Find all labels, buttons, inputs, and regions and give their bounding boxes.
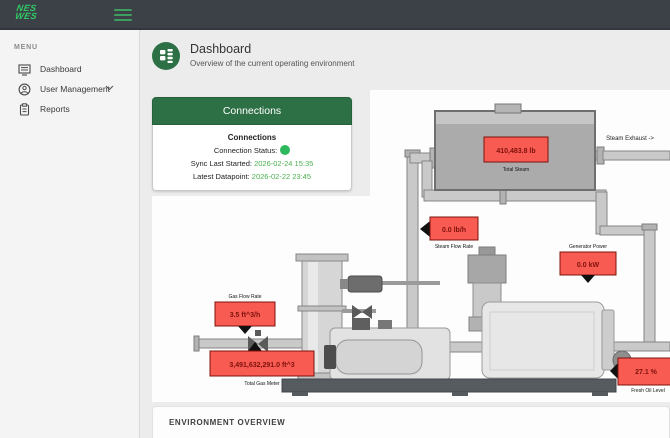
- svg-text:Steam Flow Rate: Steam Flow Rate: [435, 244, 474, 250]
- svg-text:3,491,632,291.0 ft^3: 3,491,632,291.0 ft^3: [229, 361, 294, 369]
- svg-text:0.0 kW: 0.0 kW: [577, 262, 600, 269]
- sidebar: MENU Dashboard User Management: [0, 30, 140, 438]
- skid-base: [281, 378, 617, 393]
- sidebar-item-user-management[interactable]: User Management: [0, 79, 139, 99]
- sync-row: Sync Last Started: 2026-02-24 15:35: [190, 159, 314, 168]
- svg-text:Generator Power: Generator Power: [569, 244, 607, 250]
- sidebar-item-dashboard[interactable]: Dashboard: [0, 59, 139, 79]
- sidebar-item-label: Reports: [40, 104, 70, 114]
- reports-icon: [19, 102, 30, 116]
- connections-card-title: Connections: [227, 133, 277, 142]
- environment-overview-panel: ENVIRONMENT OVERVIEW: [152, 406, 670, 438]
- generator: [481, 301, 605, 379]
- sidebar-item-label: Dashboard: [40, 64, 82, 74]
- hamburger-menu-icon[interactable]: [114, 9, 132, 22]
- chevron-down-icon[interactable]: [105, 85, 114, 91]
- sidebar-item-label: User Management: [40, 84, 110, 94]
- sidebar-menu-label: MENU: [14, 44, 38, 51]
- gauge-total-gas-meter: 3,491,632,291.0 ft^3 Total Gas Meter: [209, 342, 315, 387]
- brand-logo: NES WES: [14, 3, 40, 21]
- sync-value: 2026-02-24 15:35: [254, 159, 314, 168]
- connection-status-row: Connection Status:: [157, 144, 347, 157]
- sidebar-item-reports[interactable]: Reports: [0, 99, 139, 119]
- dashboard-icon: [18, 63, 31, 76]
- svg-text:3.5 ft^3/h: 3.5 ft^3/h: [230, 311, 261, 319]
- connections-card-header: Connections: [152, 97, 352, 125]
- svg-text:Total Gas Meter: Total Gas Meter: [244, 381, 280, 387]
- environment-overview-title: ENVIRONMENT OVERVIEW: [169, 418, 286, 427]
- latest-value: 2026-02-22 23:45: [251, 172, 312, 181]
- logo-line2: WES: [14, 11, 38, 21]
- svg-text:Total Steam: Total Steam: [503, 167, 529, 173]
- dashboard-badge-icon: [152, 42, 180, 70]
- gauge-generator-power: Generator Power 0.0 kW: [559, 244, 617, 283]
- gauge-total-steam: 410,483.8 lb Total Steam: [483, 136, 549, 173]
- process-diagram-panel: Steam Exhaust -> 410,483.8 lb Total Stea…: [152, 90, 670, 402]
- page-header: Dashboard Overview of the current operat…: [152, 42, 355, 76]
- gauge-steam-flow-rate: 0.0 lb/h Steam Flow Rate: [420, 216, 479, 250]
- process-diagram: Steam Exhaust -> 410,483.8 lb Total Stea…: [193, 103, 670, 396]
- svg-text:27.1 %: 27.1 %: [635, 369, 658, 376]
- svg-text:Fresh Oil Level: Fresh Oil Level: [631, 388, 665, 394]
- svg-text:0.0 lb/h: 0.0 lb/h: [442, 227, 466, 234]
- connections-card: Connections Connections Connection Statu…: [152, 97, 352, 191]
- top-bar: NES WES: [0, 0, 670, 30]
- users-icon: [18, 83, 31, 95]
- gauge-gas-flow-rate: Gas Flow Rate 3.5 ft^3/h: [214, 294, 276, 334]
- page-title: Dashboard: [190, 42, 252, 56]
- svg-text:Gas Flow Rate: Gas Flow Rate: [228, 294, 261, 300]
- gauge-fresh-oil-level: 27.1 % Fresh Oil Level: [610, 357, 670, 394]
- steam-exhaust-label: Steam Exhaust ->: [606, 136, 654, 142]
- page-subtitle: Overview of the current operating enviro…: [190, 59, 355, 68]
- latest-row: Latest Datapoint: 2026-02-22 23:45: [192, 172, 312, 181]
- svg-text:410,483.8 lb: 410,483.8 lb: [496, 148, 535, 155]
- status-indicator-dot: [280, 145, 291, 155]
